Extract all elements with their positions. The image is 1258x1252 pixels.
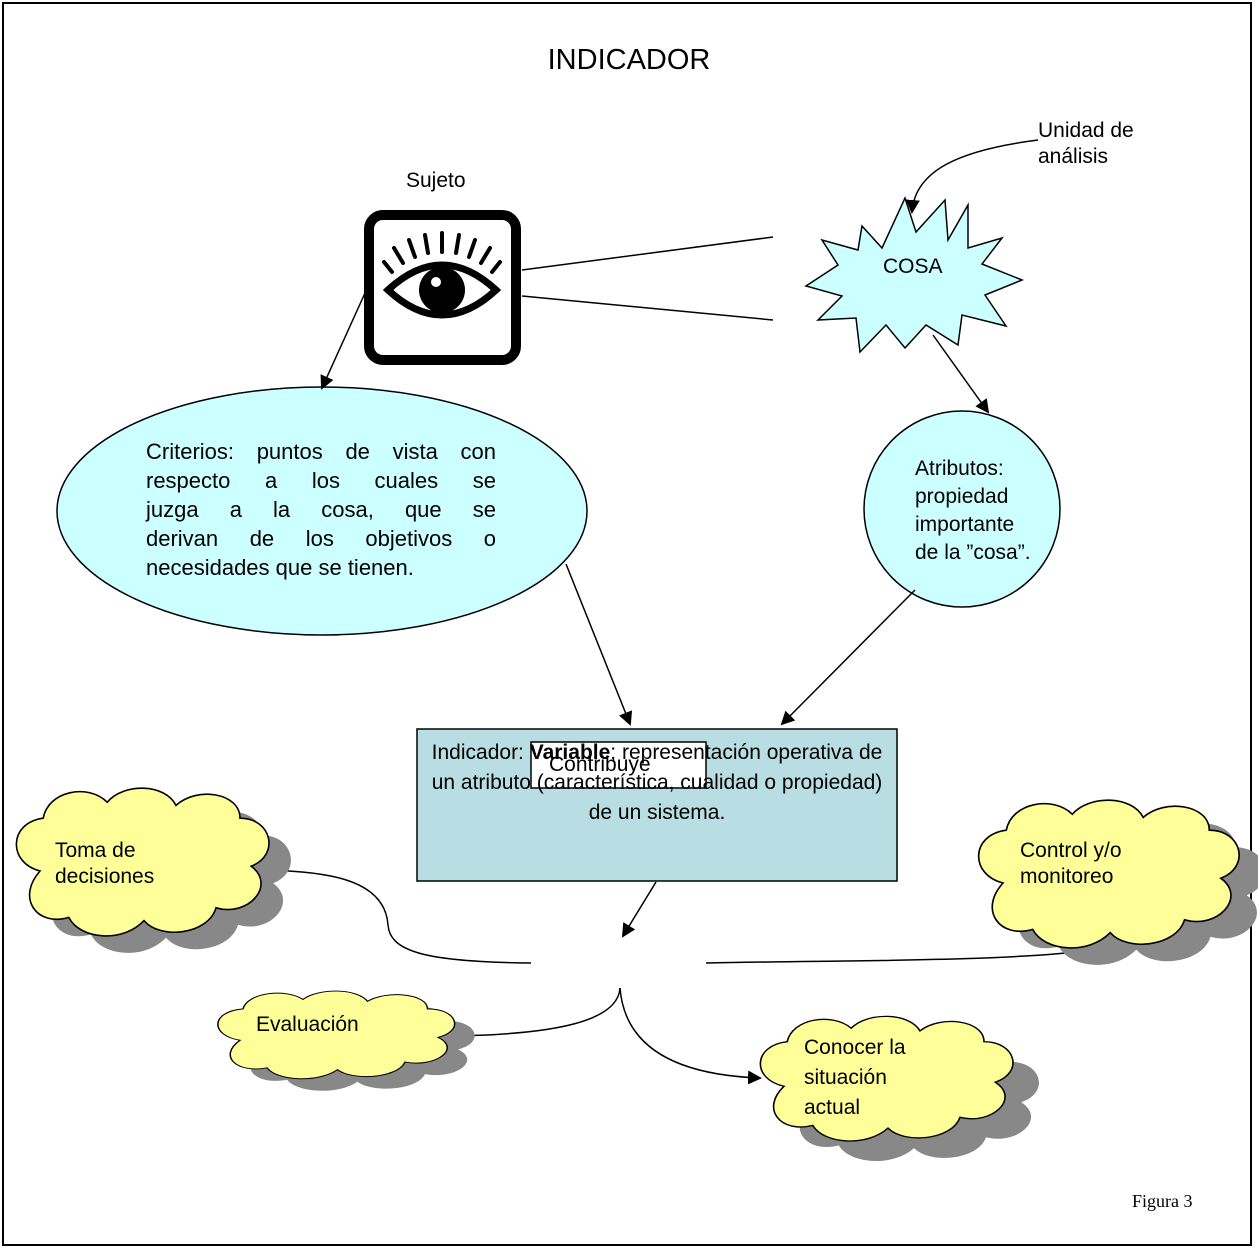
- cosa-label: COSA: [883, 255, 943, 278]
- toma-decisiones-label: Toma de decisiones: [55, 839, 155, 888]
- evaluacion-label: Evaluación: [256, 1013, 359, 1036]
- cloud-evaluacion: [217, 990, 475, 1091]
- sight-line-bottom: [521, 295, 774, 321]
- arrow-criterios-to-indicador: [565, 563, 633, 726]
- criterios-line-5: necesidades que se tienen.: [146, 555, 414, 580]
- arrow-to-toma-decisiones: [250, 863, 532, 964]
- cosa-starburst: [804, 195, 1025, 354]
- atributos-circle: [863, 410, 1061, 608]
- arrow-indicador-to-contribuye: [621, 881, 657, 938]
- diagram-title: INDICADOR: [547, 44, 711, 76]
- sujeto-label: Sujeto: [406, 169, 466, 192]
- unidad-analisis-label: Unidad de análisis: [1038, 119, 1134, 168]
- indicador-bold: Variable: [529, 741, 611, 764]
- arrow-to-evaluacion: [444, 987, 621, 1043]
- contribuye-box: [530, 741, 707, 789]
- contribuye-label: Contribuye: [549, 753, 651, 776]
- control-label: Control y/o monitoreo: [1020, 839, 1122, 888]
- criterios-line-3: juzga a la cosa, que se: [146, 497, 496, 522]
- arrow-cosa-to-atributos: [932, 334, 990, 414]
- arrow-to-control: [705, 944, 1096, 964]
- indicador-prefix: Indicador:: [431, 741, 530, 764]
- criterios-line-1: Criterios: puntos de vista con: [146, 439, 496, 464]
- eye-icon: [364, 210, 521, 365]
- figure-caption: Figura 3: [1132, 1191, 1193, 1211]
- arrow-to-conocer: [619, 987, 762, 1085]
- sight-line-top: [521, 236, 774, 271]
- criterios-line-4: derivan de los objetivos o: [146, 526, 496, 551]
- conocer-label: Conocer la situación actual: [804, 1036, 906, 1119]
- indicador-suffix: ; representación operativa de un atribut…: [431, 741, 883, 824]
- criterios-line-2: respecto a los cuales se: [146, 468, 496, 493]
- arrow-unidad-to-cosa: [905, 139, 1039, 214]
- indicador-text: Indicador: Variable; representación oper…: [420, 738, 894, 828]
- criterios-text: Criterios: puntos de vista con respecto …: [146, 437, 496, 582]
- arrow-atributos-to-indicador: [780, 589, 916, 726]
- arrow-sujeto-to-criterios: [320, 292, 366, 390]
- atributos-label: Atributos: propiedad importante de la ”c…: [915, 457, 1031, 564]
